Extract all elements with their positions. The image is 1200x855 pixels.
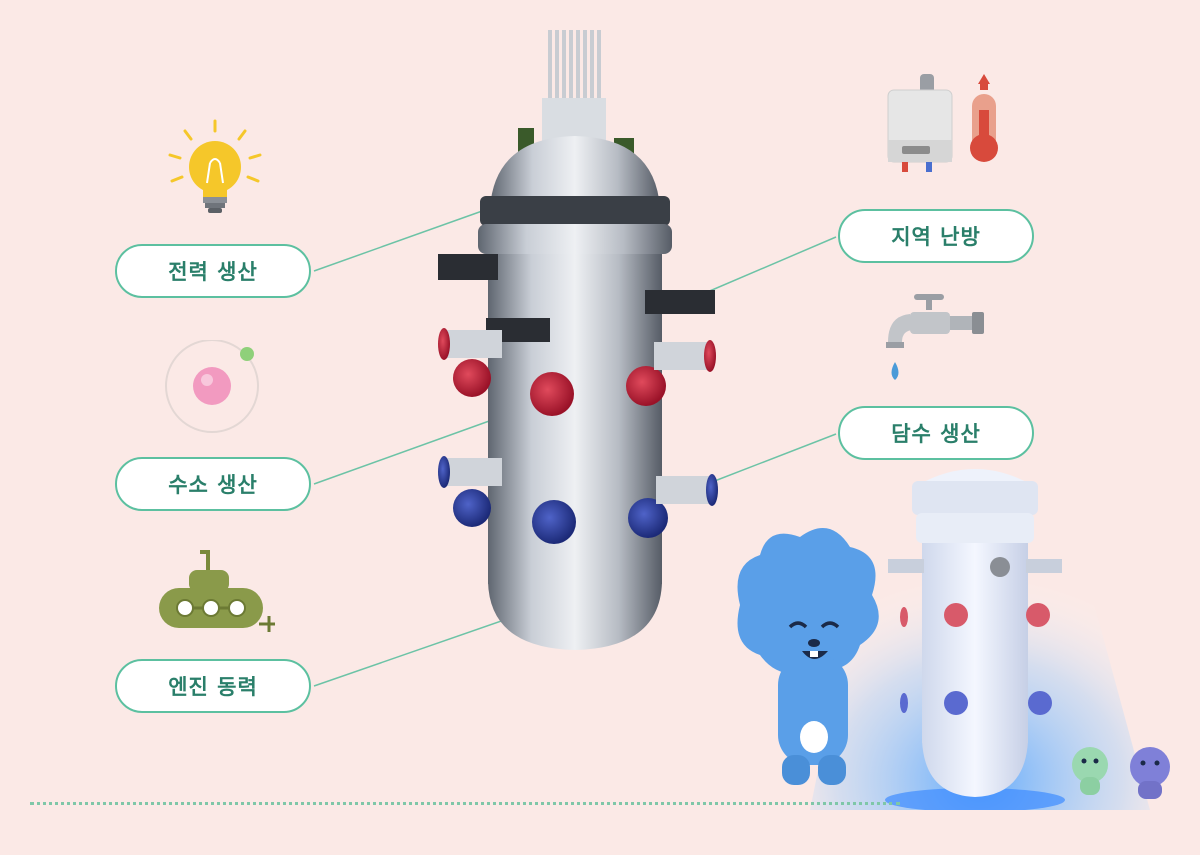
light-bulb-icon <box>168 119 262 213</box>
leader-line-heating <box>704 236 837 294</box>
leader-line-power <box>313 209 486 272</box>
leader-line-hydrogen <box>313 419 493 485</box>
atom-icon <box>165 340 259 433</box>
reactor-vessel-illustration <box>438 30 718 650</box>
leader-line-engine <box>313 617 511 687</box>
label-engine-power: 엔진 동력 <box>115 659 311 713</box>
boiler-thermometer-icon <box>887 74 998 172</box>
faucet-water-drop-icon <box>886 294 984 380</box>
leader-line-desalination <box>711 433 837 483</box>
label-hydrogen-production: 수소 생산 <box>115 457 311 511</box>
label-power-production: 전력 생산 <box>115 244 311 298</box>
mascot-scene-illustration <box>737 469 1170 810</box>
label-district-heating: 지역 난방 <box>838 209 1034 263</box>
dotted-divider <box>30 802 900 805</box>
label-desalination: 담수 생산 <box>838 406 1034 460</box>
submarine-icon <box>159 550 275 632</box>
